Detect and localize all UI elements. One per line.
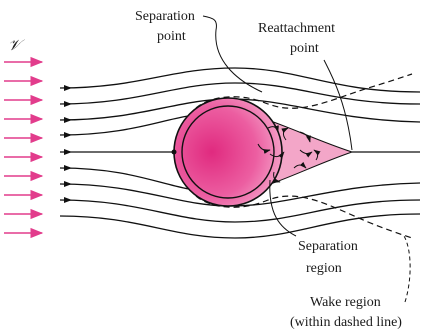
separation-region-leader <box>270 180 296 236</box>
separation-region-label-line1: Separation <box>298 239 358 254</box>
wake-region-label-line2: (within dashed line) <box>290 315 402 330</box>
wake-region-leader <box>404 236 410 302</box>
wake-region-label-line1: Wake region <box>310 295 381 310</box>
velocity-symbol: 𝒱 <box>8 38 25 54</box>
streamline <box>60 214 420 238</box>
reattachment-point-leader <box>324 60 352 150</box>
separation-region-label-line2: region <box>306 261 342 276</box>
reattachment-point-label-line1: Reattachment <box>258 21 335 36</box>
separation-point-leader <box>203 16 262 92</box>
cylinder-outer <box>174 98 282 206</box>
separation-point-label-line2: point <box>157 29 186 44</box>
separation-point-label-line1: Separation <box>135 9 195 24</box>
inflow-arrows <box>4 62 42 233</box>
streamline <box>60 68 420 92</box>
reattachment-point-label-line2: point <box>290 41 319 56</box>
stagnation-point <box>172 150 177 155</box>
streamline-arrowheads <box>64 85 72 203</box>
